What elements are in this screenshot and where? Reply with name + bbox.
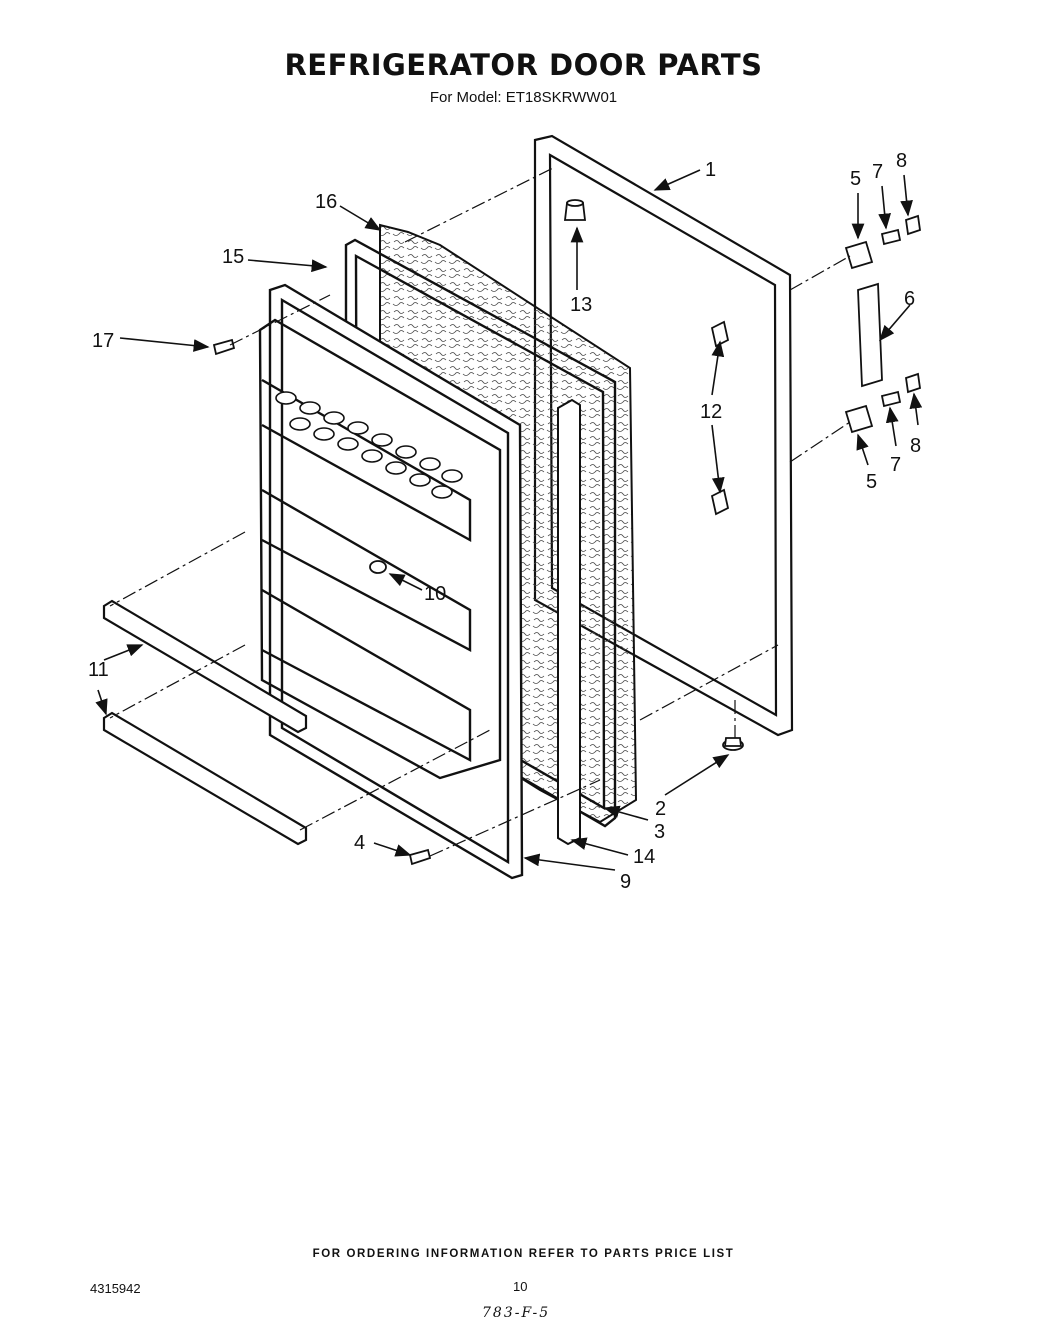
gasket-strip [557, 398, 581, 846]
top-plug [563, 199, 587, 221]
leader-arrows [95, 169, 923, 871]
page-title: REFRIGERATOR DOOR PARTS [284, 48, 763, 82]
handwritten-note: 783-F-5 [482, 1305, 551, 1321]
callout-8-upper: 8 [896, 150, 907, 172]
callout-7-upper: 7 [872, 161, 883, 183]
callout-12: 12 [700, 401, 722, 423]
document-number: 4315942 [90, 1281, 141, 1296]
callout-4: 4 [354, 832, 365, 854]
model-label: For Model: ET18SKRWW01 [429, 89, 618, 106]
ordering-info: FOR ORDERING INFORMATION REFER TO PARTS … [312, 1248, 735, 1260]
callout-10: 10 [424, 583, 446, 605]
callout-17: 17 [92, 330, 114, 352]
callout-2: 2 [655, 798, 666, 820]
alignment-lines [109, 167, 851, 857]
callout-1: 1 [705, 159, 716, 181]
exploded-parts-diagram: 1 2 3 4 5 5 6 7 7 8 8 9 10 11 12 13 14 1… [88, 134, 923, 893]
callout-6: 6 [904, 288, 915, 310]
callout-14: 14 [633, 846, 655, 868]
bottom-plug [722, 737, 744, 751]
callout-8-lower: 8 [910, 435, 921, 457]
screws [212, 338, 432, 866]
hinge-hardware [710, 214, 921, 516]
callout-5-lower: 5 [866, 471, 877, 493]
callout-7-lower: 7 [890, 454, 901, 476]
callout-3: 3 [654, 821, 665, 843]
page-number: 10 [513, 1279, 528, 1294]
callout-9: 9 [620, 871, 631, 893]
door-button [369, 560, 387, 574]
callout-11: 11 [88, 659, 109, 681]
egg-tray [275, 391, 463, 499]
callout-13: 13 [570, 294, 592, 316]
callout-16: 16 [315, 191, 337, 213]
callout-15: 15 [222, 246, 244, 268]
callout-5-upper: 5 [850, 168, 861, 190]
